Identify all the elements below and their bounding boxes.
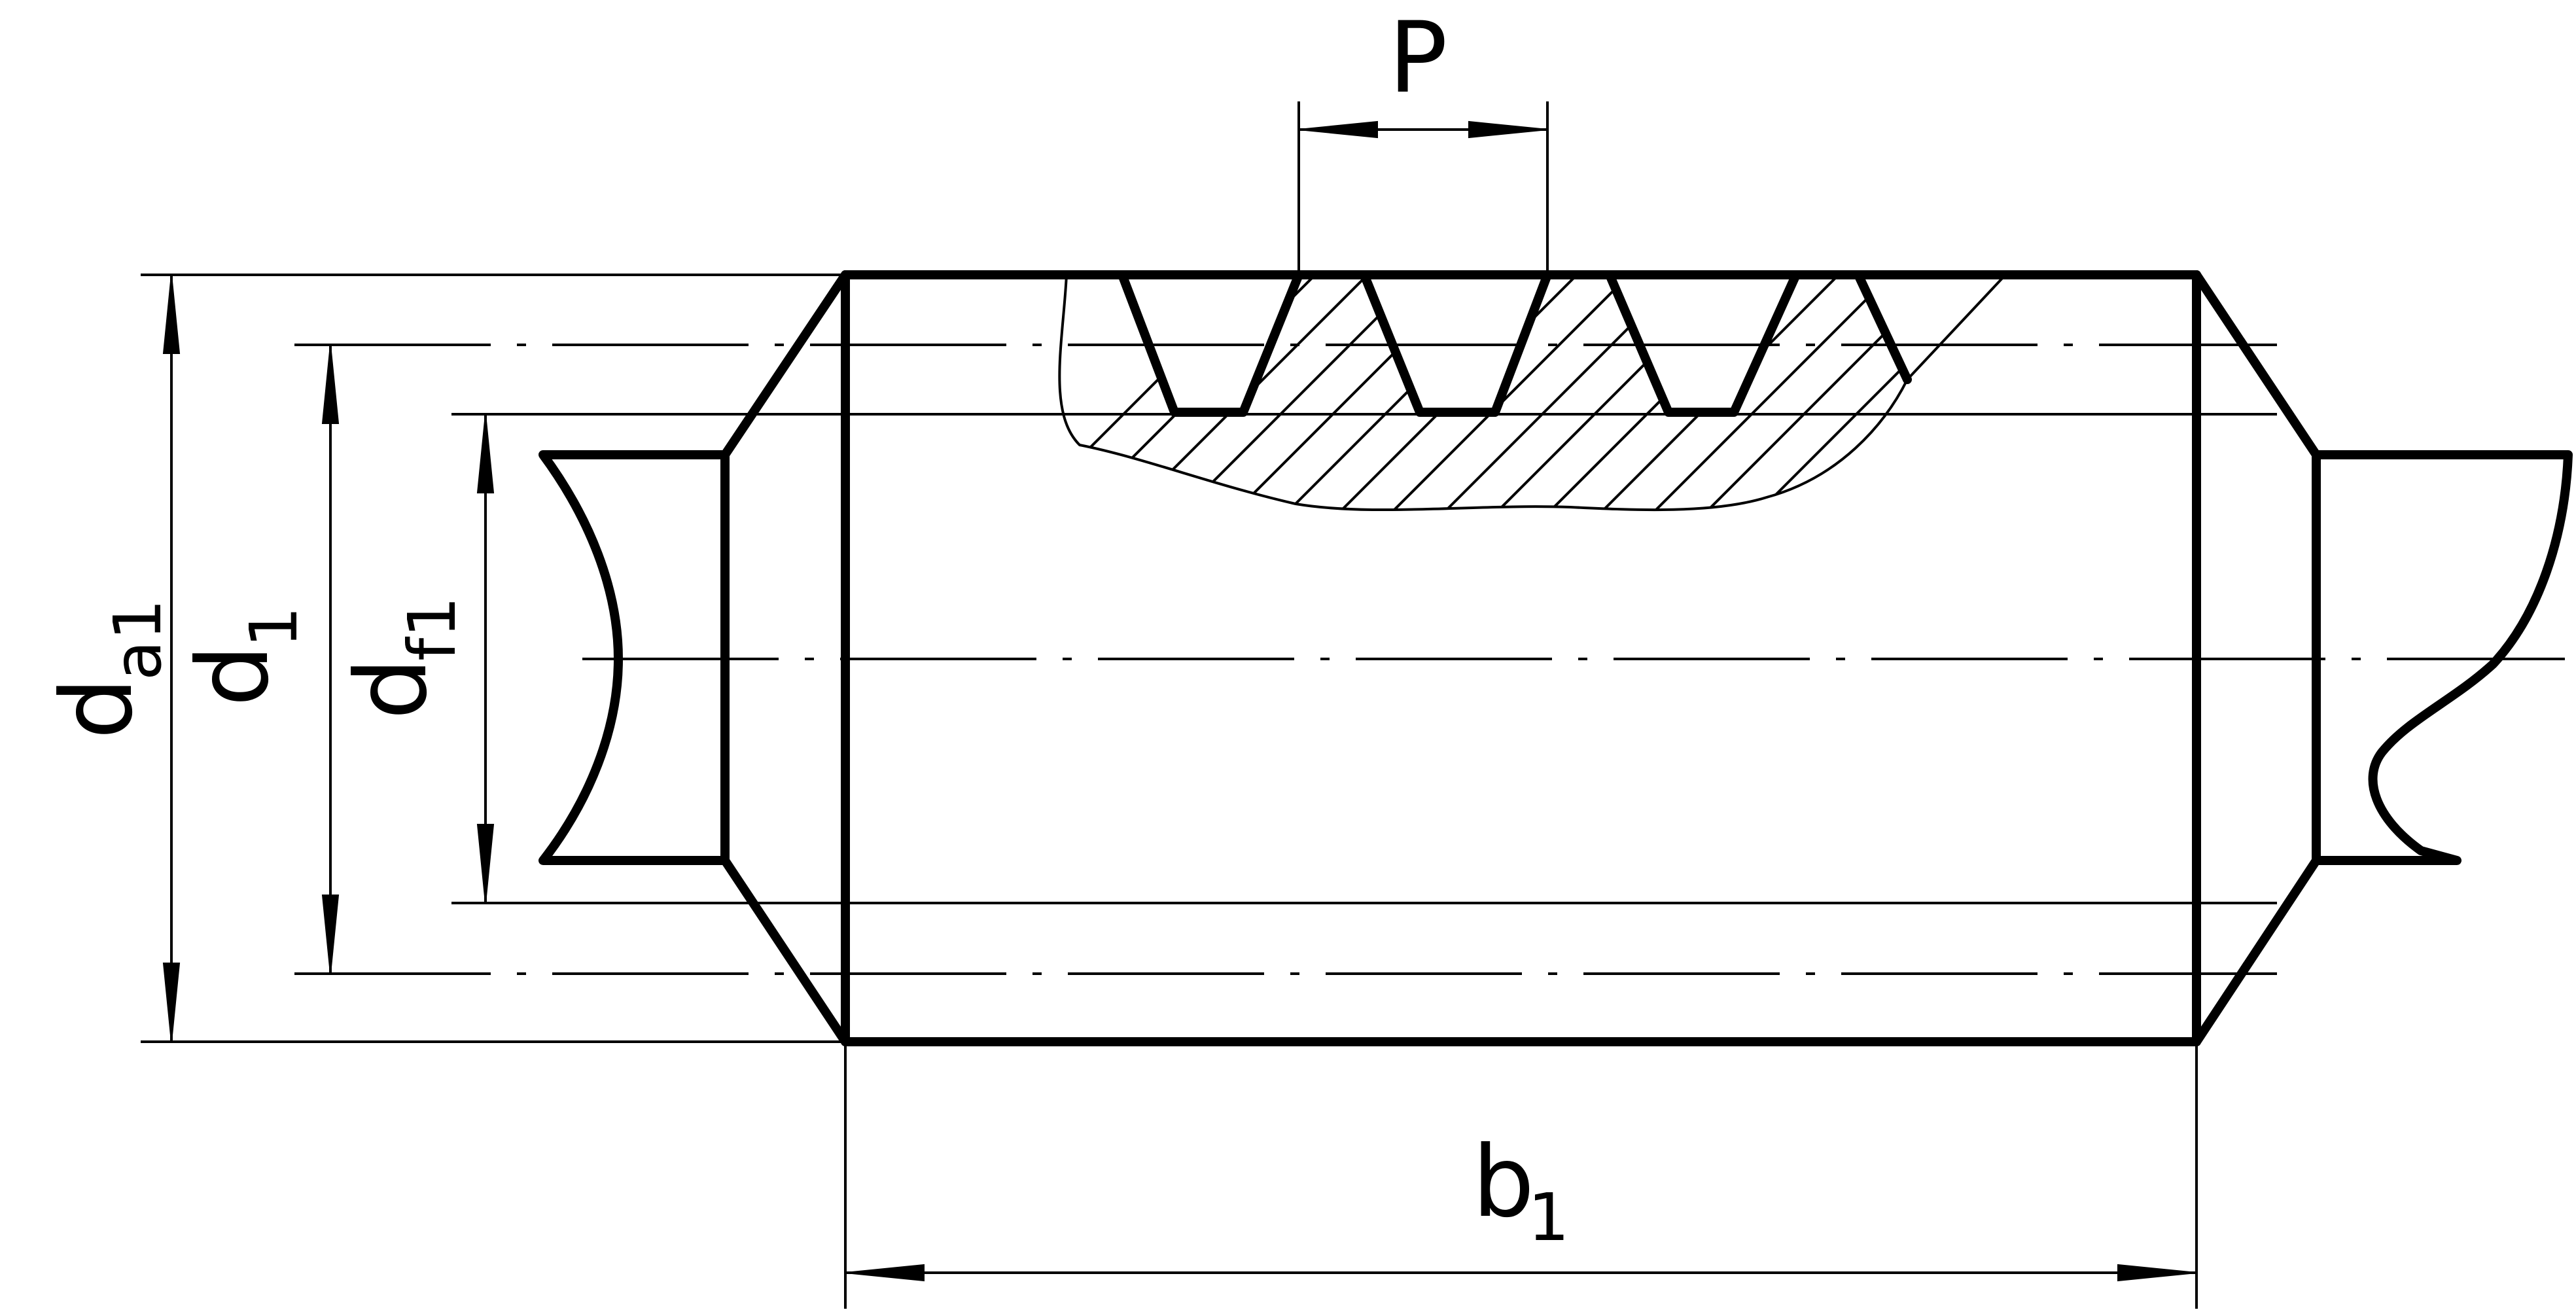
center-lines (294, 344, 2565, 975)
label-df1-sub: f1 (394, 596, 470, 661)
label-pitch: P (1388, 1, 1447, 115)
label-da1: d a1 (41, 599, 176, 739)
hatch-line (1248, 275, 1644, 510)
arrow-p-right (1468, 120, 1548, 139)
label-b1-main: b (1472, 1126, 1534, 1239)
label-da1-main: d (41, 677, 154, 739)
dimension-da1 (162, 274, 181, 1042)
section-hatching (1059, 262, 2323, 654)
hatch-line (1458, 275, 1853, 510)
left-shaft (538, 450, 730, 865)
body-rectangle (841, 270, 2201, 1046)
dimension-df1 (476, 414, 495, 904)
extension-lines (141, 101, 2277, 1309)
hatch-line (1405, 275, 1801, 510)
arrow-d1-bottom (321, 895, 340, 974)
right-shaft (2312, 450, 2573, 865)
label-d1: d 1 (177, 606, 312, 707)
hatch-line (1562, 275, 1907, 510)
label-df1: d f1 (335, 596, 470, 720)
hatch-line (1930, 262, 2323, 654)
arrow-da-top (162, 274, 181, 354)
dimension-pitch (1298, 120, 1548, 139)
hatch-line (1772, 275, 1907, 510)
hatch-line (1059, 275, 1434, 510)
right-chamfer (2192, 270, 2321, 1046)
break-line-section (1058, 274, 1909, 512)
thread-profile (841, 270, 1912, 417)
worm-body (720, 270, 2321, 1046)
hatch-line (1353, 275, 1748, 510)
dimension-b1 (845, 1264, 2197, 1282)
label-da1-sub: a1 (99, 599, 176, 681)
arrow-b1-right (2117, 1264, 2197, 1282)
hatch-line (1059, 275, 1277, 510)
arrow-da-bottom (162, 963, 181, 1042)
hatch-line (1301, 275, 1696, 510)
arrow-df-top (476, 414, 495, 493)
thread-runout (1906, 274, 2007, 381)
arrow-d1-top (321, 344, 340, 424)
right-shaft-outline (2312, 450, 2573, 865)
label-df1-main: d (335, 658, 449, 720)
label-b1-sub: 1 (1528, 1179, 1570, 1256)
hatch-line (1667, 275, 1907, 510)
label-d1-sub: 1 (236, 606, 312, 648)
left-chamfer (720, 270, 850, 1046)
arrow-b1-left (845, 1264, 925, 1282)
hatch-line (1510, 275, 1905, 510)
hatch-line (1059, 275, 1382, 510)
label-b1: b 1 (1472, 1126, 1570, 1256)
hatch-line (1615, 275, 1907, 510)
hatch-line (1091, 275, 1487, 510)
label-d1-main: d (177, 645, 291, 707)
left-shaft-outline (538, 450, 730, 865)
hatch-line (1144, 275, 1539, 510)
dimension-d1 (321, 344, 340, 974)
arrow-p-left (1298, 120, 1378, 139)
hatch-line (1877, 275, 1907, 510)
arrow-df-bottom (476, 824, 495, 904)
